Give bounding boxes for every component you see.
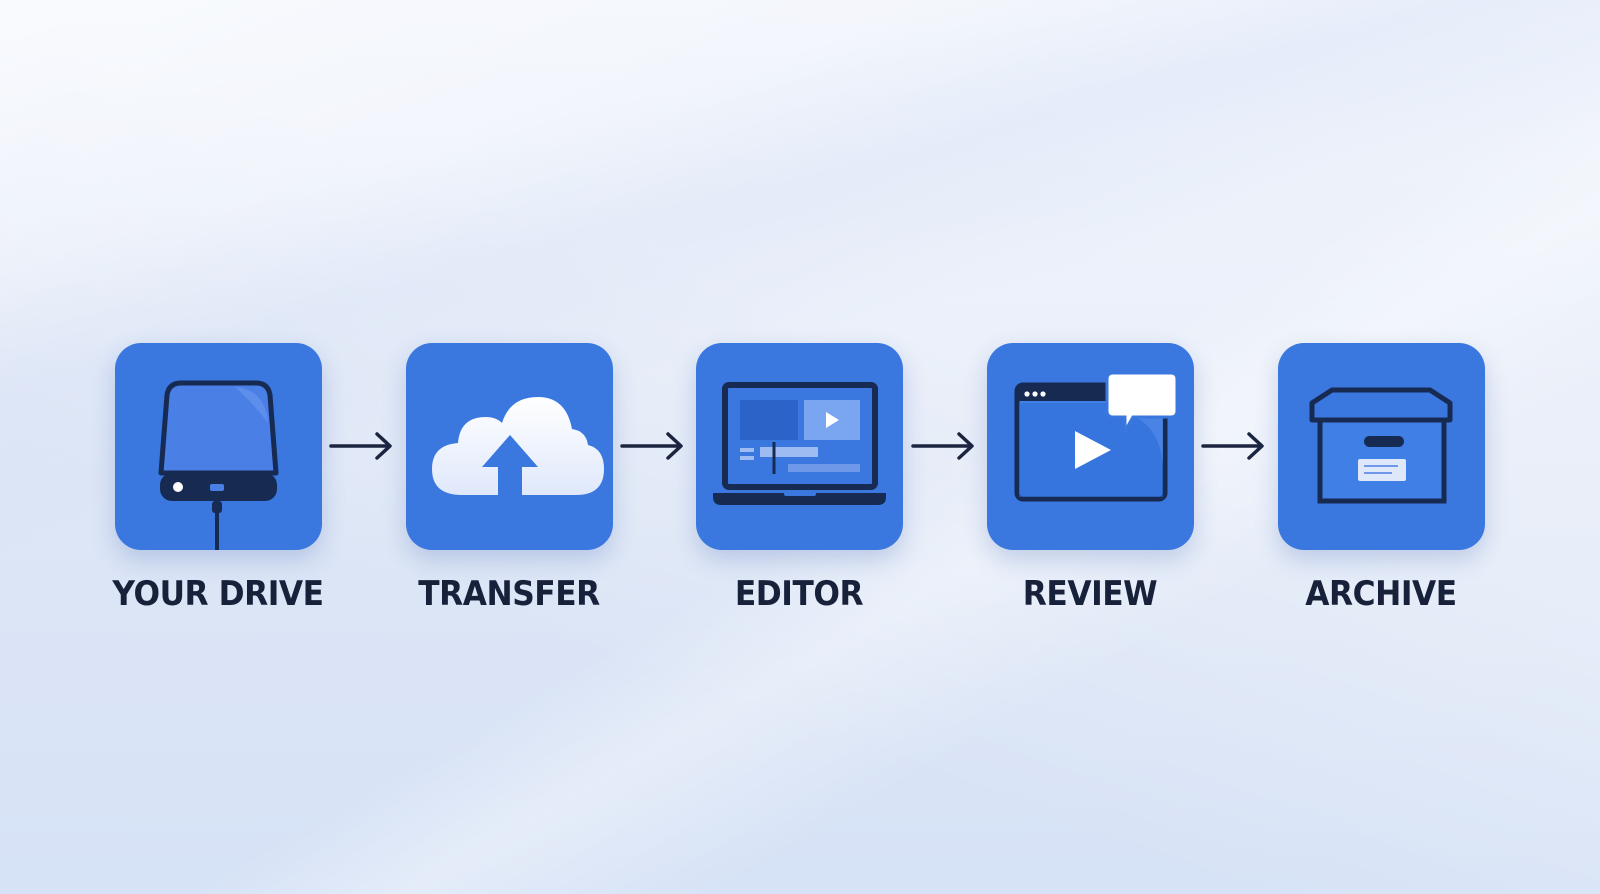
step-your-drive-label: YOUR DRIVE [112, 574, 324, 614]
cloud-upload-icon [432, 397, 604, 495]
arrow-right-icon [329, 432, 392, 460]
arrow-right-icon [620, 432, 683, 460]
step-review-label: REVIEW [1022, 574, 1158, 614]
step-your-drive-tile [115, 343, 322, 550]
arrow-right-icon [1201, 432, 1264, 460]
video-review-icon [1014, 371, 1179, 502]
archive-box-icon [1309, 387, 1453, 504]
step-archive-label: ARCHIVE [1305, 574, 1457, 614]
step-editor-tile [696, 343, 903, 550]
step-transfer-label: TRANSFER [418, 574, 600, 614]
step-review-tile [987, 343, 1194, 550]
laptop-editor-icon [713, 382, 886, 505]
step-archive-tile [1278, 343, 1485, 550]
step-editor-label: EDITOR [734, 574, 864, 614]
step-transfer-tile [406, 343, 613, 550]
arrow-right-icon [911, 432, 974, 460]
external-drive-icon [158, 380, 279, 550]
